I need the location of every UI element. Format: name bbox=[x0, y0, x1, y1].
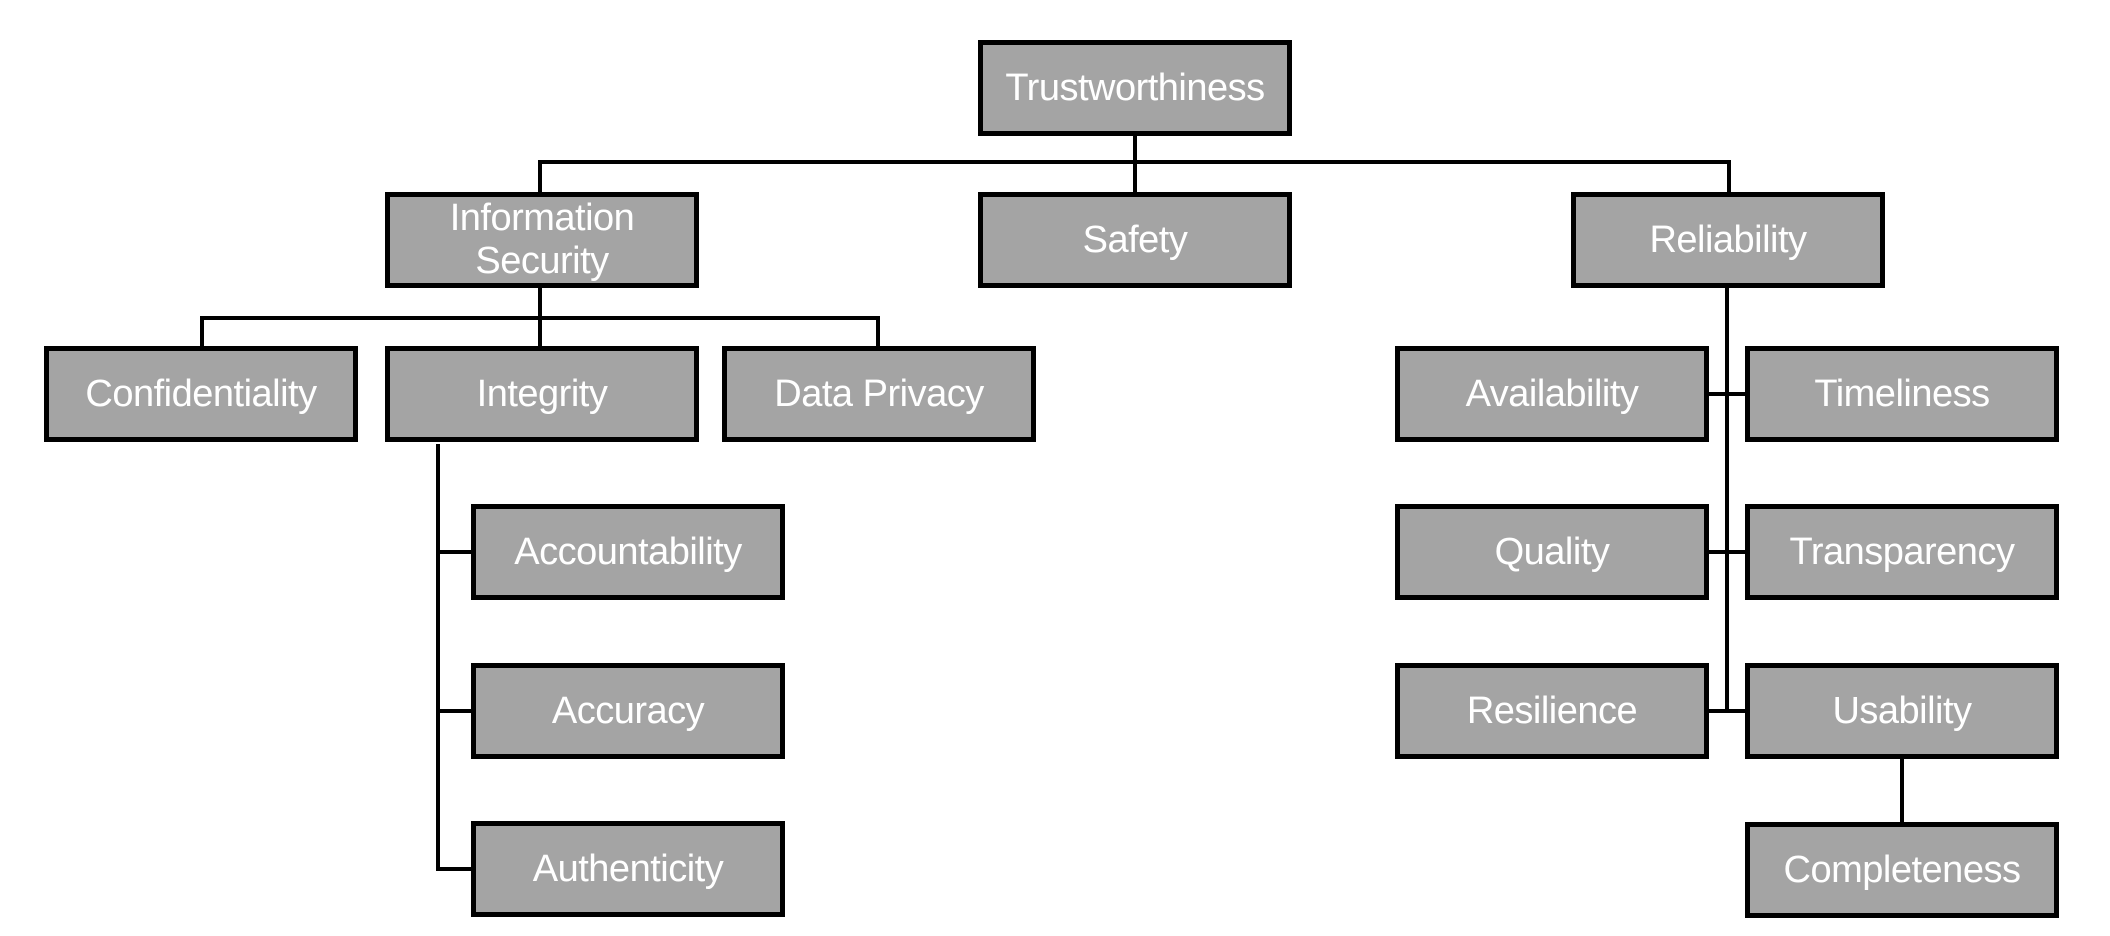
connector-accuracy-stub bbox=[436, 709, 475, 713]
node-accuracy: Accuracy bbox=[471, 663, 785, 759]
node-safety: Safety bbox=[978, 192, 1292, 288]
node-data-privacy: Data Privacy bbox=[722, 346, 1036, 442]
node-accountability: Accountability bbox=[471, 504, 785, 600]
node-reliability: Reliability bbox=[1571, 192, 1885, 288]
connector-resilience-usability-stub bbox=[1706, 709, 1747, 713]
node-transparency: Transparency bbox=[1745, 504, 2059, 600]
node-confidentiality: Confidentiality bbox=[44, 346, 358, 442]
connector-infosec-children-bus bbox=[200, 316, 880, 320]
node-usability: Usability bbox=[1745, 663, 2059, 759]
node-authenticity: Authenticity bbox=[471, 821, 785, 917]
connector-data-privacy-drop bbox=[876, 316, 880, 348]
connector-completeness-drop bbox=[1900, 757, 1904, 823]
node-completeness: Completeness bbox=[1745, 822, 2059, 918]
connector-reliability-drop bbox=[1727, 160, 1731, 192]
node-availability: Availability bbox=[1395, 346, 1709, 442]
node-integrity: Integrity bbox=[385, 346, 699, 442]
node-quality: Quality bbox=[1395, 504, 1709, 600]
connector-availability-timeliness-stub bbox=[1706, 392, 1747, 396]
connector-integrity-spine bbox=[436, 444, 440, 871]
connector-trustworthiness-drop bbox=[1133, 134, 1137, 164]
connector-authenticity-stub bbox=[436, 867, 475, 871]
connector-confidentiality-drop bbox=[200, 316, 204, 348]
node-resilience: Resilience bbox=[1395, 663, 1709, 759]
connector-reliability-spine bbox=[1725, 286, 1729, 713]
node-information-security: Information Security bbox=[385, 192, 699, 288]
connector-accountability-stub bbox=[436, 550, 475, 554]
node-trustworthiness: Trustworthiness bbox=[978, 40, 1292, 136]
connector-information-security-drop bbox=[538, 160, 542, 192]
connector-quality-transparency-stub bbox=[1706, 550, 1747, 554]
node-timeliness: Timeliness bbox=[1745, 346, 2059, 442]
connector-safety-drop bbox=[1133, 160, 1137, 192]
